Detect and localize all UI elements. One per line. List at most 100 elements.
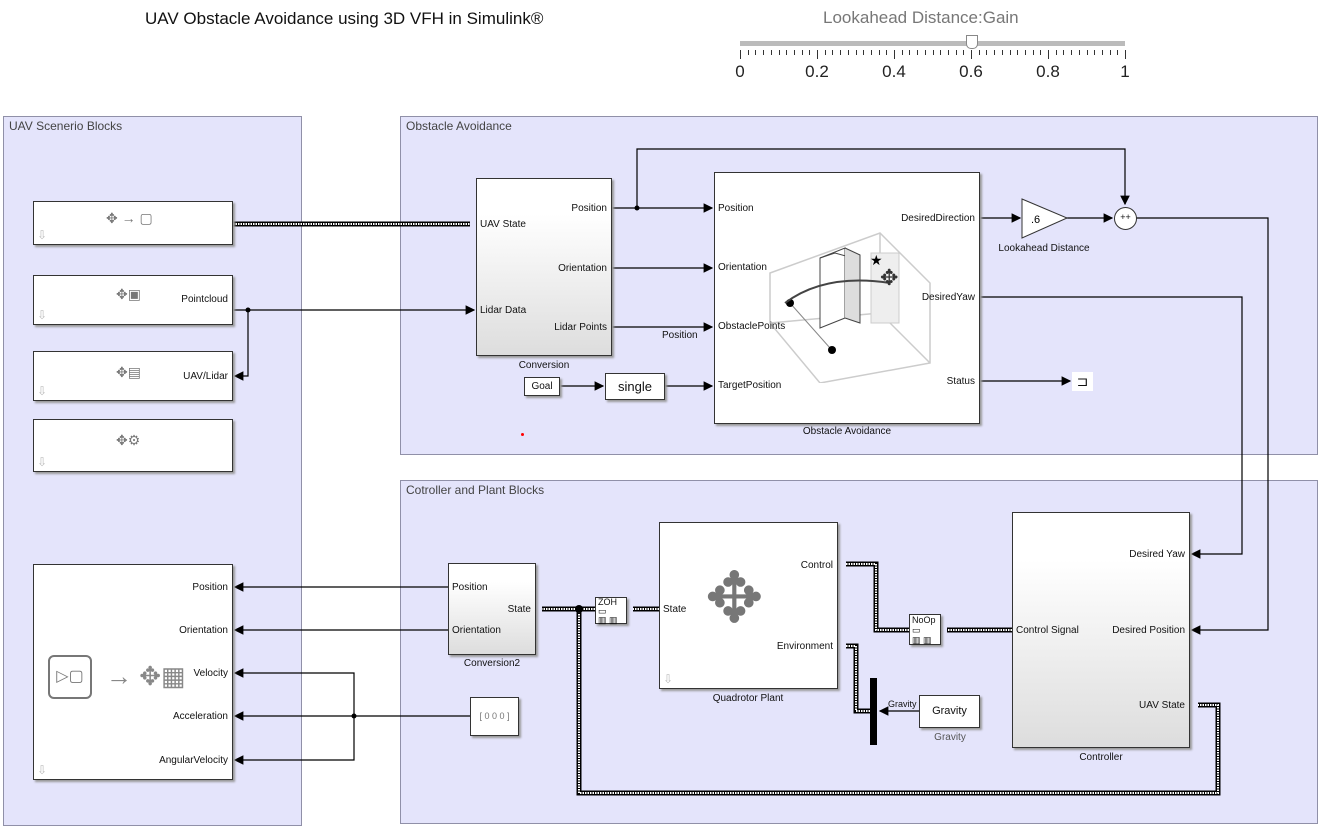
area-title: Cotroller and Plant Blocks: [406, 483, 545, 497]
signal-label-position: Position: [662, 330, 698, 341]
slider-tick-mark: [978, 50, 980, 55]
scenario-config-icon: ✥⚙: [116, 432, 141, 448]
slider-tick-mark: [1094, 50, 1096, 55]
slider-tick-mark: [986, 50, 988, 55]
port-status: Status: [946, 376, 975, 387]
slider-tick-mark: [863, 50, 865, 55]
slider-tick-mark: [955, 50, 957, 55]
lidar-icon: ✥▣: [116, 286, 141, 302]
constant-value: 0 0 0: [484, 711, 505, 721]
arrow-down-icon: ⇩: [37, 455, 48, 469]
gain-label: Lookahead Distance: [998, 243, 1090, 254]
port-orientation: Orientation: [452, 625, 501, 636]
slider-tick-mark: [894, 50, 895, 59]
slider-tick-mark: [909, 50, 911, 55]
slider-tick-mark: [755, 50, 757, 55]
svg-text:✥: ✥: [880, 265, 898, 290]
uav-transform-icon: ✥ → ▢: [106, 210, 153, 226]
slider-tick-label: 0.4: [882, 62, 906, 81]
port-environment: Environment: [776, 641, 833, 652]
uav-simulation-block[interactable]: ▷▢ → ✥▦ Position Orientation Velocity Ac…: [33, 564, 233, 780]
slider-tick-mark: [793, 50, 795, 55]
arrow-down-icon: ⇩: [37, 228, 48, 242]
uav-platform-block[interactable]: ✥▤UAV/Lidar⇩: [33, 351, 233, 401]
slider-tick-mark: [924, 50, 926, 55]
slider-tick-mark: [1109, 50, 1111, 55]
slider-tick-mark: [847, 50, 849, 55]
port-lidar-data: Lidar Data: [480, 305, 527, 316]
slider-tick-mark: [778, 50, 780, 55]
port-control-signal: Control Signal: [1016, 625, 1079, 636]
quadrotor-icon: ✥: [705, 559, 764, 637]
slider-tick-mark: [809, 50, 811, 55]
slider-tick-mark: [786, 50, 788, 55]
port-desired-yaw: Desired Yaw: [1129, 549, 1185, 560]
arrow-down-icon: ⇩: [37, 763, 48, 777]
port-orientation: Orientation: [179, 625, 228, 636]
conversion-block[interactable]: UAV State Lidar Data Position Orientatio…: [476, 178, 612, 356]
quadrotor-plant-label: Quadrotor Plant: [712, 693, 784, 704]
slider-tick-mark: [1017, 50, 1019, 55]
slider-tick-mark: [878, 50, 880, 55]
sum-block[interactable]: ++: [1114, 207, 1137, 230]
red-marker: [521, 433, 524, 436]
slider-tick-mark: [1086, 50, 1088, 55]
port-uav-lidar: UAV/Lidar: [183, 371, 228, 382]
model-title: UAV Obstacle Avoidance using 3D VFH in S…: [145, 9, 544, 28]
gravity-block[interactable]: Gravity: [919, 695, 980, 728]
port-angular-velocity: AngularVelocity: [159, 755, 228, 766]
slider-track[interactable]: [740, 41, 1125, 46]
slider-tick-mark: [870, 50, 872, 55]
slider-tick-mark: [940, 50, 942, 55]
slider-tick-mark: [1078, 50, 1080, 55]
slider-tick-mark: [932, 50, 934, 55]
slider-tick-mark: [1063, 50, 1065, 55]
bus-creator-block[interactable]: [870, 678, 877, 745]
noop-label: NoOp: [912, 615, 936, 625]
port-desired-position: Desired Position: [1112, 625, 1185, 636]
port-uav-state: UAV State: [480, 219, 526, 230]
controller-block[interactable]: Control Signal Desired Yaw Desired Posit…: [1012, 512, 1190, 748]
goal-constant-block[interactable]: Goal: [524, 377, 560, 396]
terminator-block[interactable]: ⊐: [1072, 372, 1093, 391]
noop-rate-transition-block[interactable]: NoOp▭▥ ▥: [909, 614, 941, 645]
slider-tick-mark: [770, 50, 772, 55]
slider-tick-mark: [763, 50, 765, 55]
gravity-signal-label: Gravity: [888, 699, 917, 709]
zero-constant-block[interactable]: [ 0 0 0 ]: [470, 697, 519, 736]
subsystem-icon: ▷▢: [48, 655, 92, 699]
scenario-config-block[interactable]: ✥⚙ ⇩: [33, 419, 233, 472]
port-position: Position: [718, 203, 754, 214]
slider-tick-mark: [1024, 50, 1026, 55]
quadrotor-plant-block[interactable]: ✥ State Control Environment ⇩: [659, 522, 838, 689]
port-lidar-points: Lidar Points: [554, 322, 607, 333]
area-title: UAV Scenerio Blocks: [9, 119, 123, 133]
port-desired-direction: DesiredDirection: [901, 213, 975, 224]
slider-tick-mark: [886, 50, 888, 55]
gravity-name-label: Gravity: [934, 732, 966, 743]
slider-tick-mark: [1040, 50, 1042, 55]
obstacle-avoidance-block[interactable]: ★✥ Position Orientation ObstaclePoints T…: [714, 172, 980, 424]
lidar-sensor-block[interactable]: ✥▣Pointcloud⇩: [33, 275, 233, 325]
zoh-label: ZOH: [598, 597, 617, 607]
uav-state-reader-block[interactable]: ✥ → ▢ ⇩: [33, 201, 233, 245]
slider-tick-label: 0.6: [959, 62, 983, 81]
conversion2-label: Conversion2: [463, 658, 521, 669]
data-type-conversion-block[interactable]: single: [605, 373, 665, 400]
port-desired-yaw: DesiredYaw: [921, 292, 975, 303]
slider-tick-mark: [1125, 50, 1126, 59]
port-orientation: Orientation: [718, 262, 767, 273]
port-state: State: [663, 604, 687, 615]
slider-tick-mark: [971, 50, 972, 59]
slider-tick-mark: [740, 50, 741, 59]
slider-thumb[interactable]: [966, 35, 978, 49]
slider-tick-mark: [994, 50, 996, 55]
gain-value: .6: [1031, 214, 1040, 226]
arrow-down-icon: ⇩: [37, 384, 48, 398]
slider-tick-mark: [917, 50, 919, 55]
slider-tick-mark: [855, 50, 857, 55]
zoh-rate-transition-block[interactable]: ZOH▭▥ ▥: [595, 597, 627, 625]
gain-block[interactable]: .6: [1021, 198, 1069, 240]
conversion2-block[interactable]: Position Orientation State: [448, 563, 536, 655]
port-acceleration: Acceleration: [172, 711, 228, 722]
